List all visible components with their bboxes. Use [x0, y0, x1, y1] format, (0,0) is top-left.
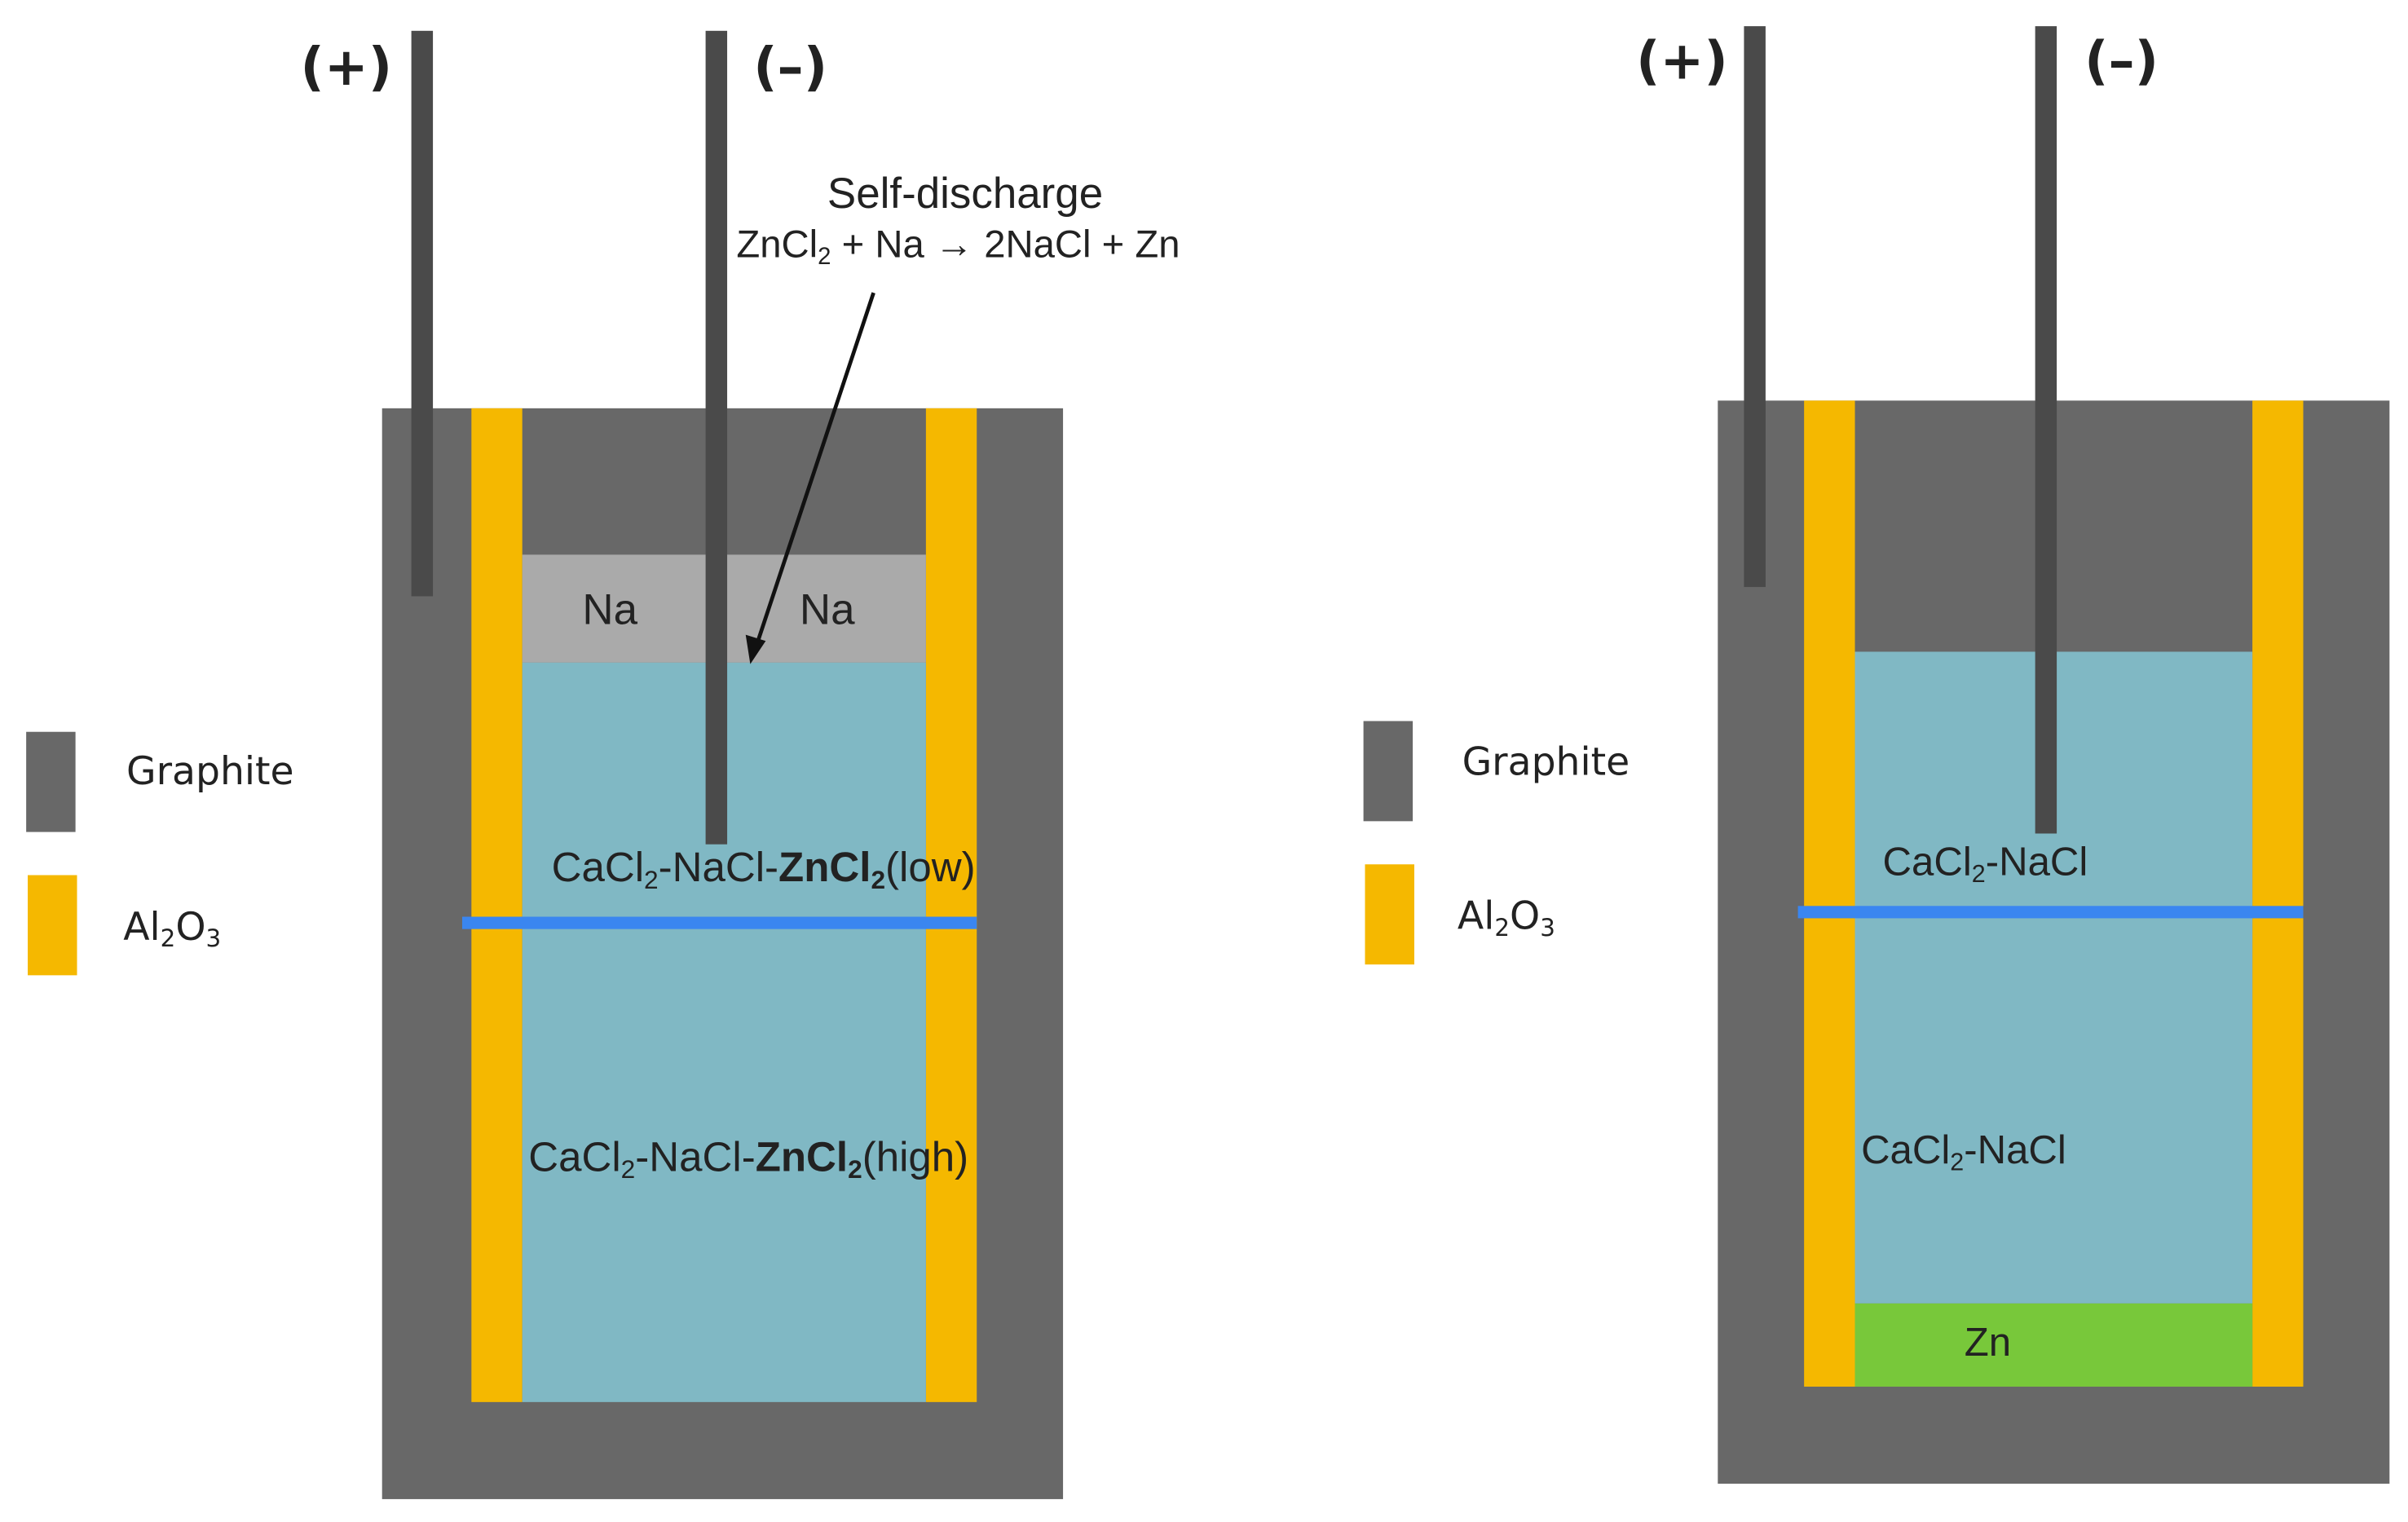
legend-graphite-swatch — [26, 731, 76, 832]
equation-subscript: 2 — [818, 244, 831, 271]
left-na-label-right: Na — [799, 585, 855, 633]
left-negative-rod — [705, 30, 728, 845]
left-separator-line — [461, 916, 977, 929]
right-zinc-label: Zn — [1964, 1318, 2012, 1365]
legend-graphite-label: Graphite — [126, 748, 294, 794]
right-negative-label: (–) — [2084, 30, 2159, 93]
right-negative-rod — [2035, 26, 2057, 834]
legend-alumina-label-right: Al2O3 — [1457, 893, 1555, 942]
left-alumina-liner-left — [471, 408, 523, 1402]
right-positive-label: (+) — [1636, 30, 1728, 93]
left-lower-salt-label: CaCl2-NaCl-ZnCl2(high) — [528, 1134, 969, 1185]
legend-alumina-label: Al2O3 — [123, 904, 222, 953]
equation-part-a: ZnCl — [736, 223, 818, 267]
left-positive-label: (+) — [300, 37, 393, 99]
left-positive-rod — [411, 30, 434, 597]
legend-alumina-swatch-right — [1365, 864, 1414, 965]
right-alumina-liner-right — [2252, 400, 2304, 1387]
legend-alumina-swatch — [28, 875, 77, 976]
legend-graphite-swatch-right — [1363, 721, 1413, 822]
left-upper-salt-label: CaCl2-NaCl-ZnCl2(low) — [551, 844, 976, 895]
equation-part-b: + Na → 2NaCl + Zn — [831, 223, 1180, 267]
right-upper-salt-label: CaCl2-NaCl — [1882, 838, 2088, 889]
left-alumina-liner-right — [925, 408, 977, 1402]
left-negative-label: (–) — [753, 37, 828, 99]
legend-graphite-label-right: Graphite — [1462, 739, 1630, 784]
right-zinc-layer — [1855, 1303, 2253, 1387]
self-discharge-equation: ZnCl2 + Na → 2NaCl + Zn — [736, 223, 1180, 271]
right-separator-line — [1797, 906, 2304, 919]
right-positive-rod — [1744, 26, 1766, 588]
left-na-label-left: Na — [582, 585, 638, 633]
right-alumina-liner-left — [1804, 400, 1855, 1387]
right-lower-salt-label: CaCl2-NaCl — [1861, 1126, 2066, 1176]
self-discharge-title: Self-discharge — [827, 169, 1104, 218]
